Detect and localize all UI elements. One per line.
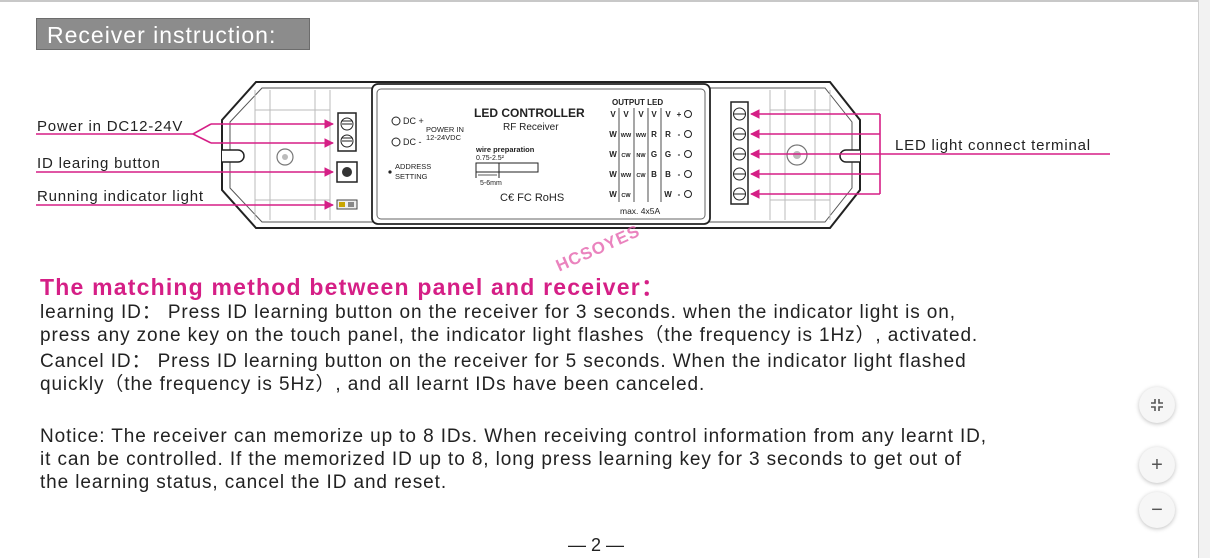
output-cell: - [678,170,681,179]
vertical-scrollbar[interactable] [1198,0,1210,558]
output-cell: G [651,150,657,159]
output-cell: B [651,170,657,179]
output-cell: WW [636,133,647,139]
fit-page-button[interactable] [1139,387,1175,423]
output-cell: V [638,110,644,119]
wire-gauge-label: 0.75-2.5² [476,155,505,162]
id-button-callout: ID learing button [37,155,161,172]
output-cell: W [609,170,617,179]
output-cell: W [609,190,617,199]
address-setting-label-1: ADDRESS [395,162,431,171]
indicator-light-callout: Running indicator light [37,188,204,205]
cancel-id-line-1: Cancel ID： Press ID learning button on t… [40,351,967,372]
output-cell: W [664,190,672,199]
output-cell: - [678,130,681,139]
receiver-wiring-diagram: DC + DC - POWER IN 12-24VDC ADDRESS SETT… [36,81,1110,229]
right-connector-lines [750,109,1110,199]
dc-minus-label: DC - [403,137,422,147]
indicator-light-graphic [336,199,358,210]
cancel-id-line-2: quickly（the frequency is 5Hz）, and all l… [40,374,706,395]
notice-line-2: it can be controlled. If the memorized I… [40,449,962,470]
output-cell: + [677,110,682,119]
wire-length-label: 5-6mm [480,180,502,187]
output-grid [618,108,662,202]
compress-icon [1151,399,1163,411]
output-cell: NW [636,153,646,159]
output-cell: CW [621,153,631,159]
left-connector-lines [36,119,334,210]
id-learning-button-graphic [336,161,358,183]
receiver-housing [221,81,861,229]
product-subtitle: RF Receiver [503,122,559,133]
output-terminal-block [730,101,749,205]
output-led-label: OUTPUT LED [612,98,663,107]
wire-preparation-label: wire preparation [475,145,535,154]
learning-id-line-2: press any zone key on the touch panel, t… [40,325,979,346]
output-cell: WW [621,133,632,139]
dc-plus-label: DC + [403,116,424,126]
section-title: Receiver instruction: [36,18,310,50]
power-in-label: POWER IN [426,125,464,134]
output-cell: G [665,150,671,159]
output-cell: WW [621,173,632,179]
address-setting-label-2: SETTING [395,172,428,181]
wire-strip-icon [475,162,539,178]
output-cell: V [623,110,629,119]
output-cell: - [678,190,681,199]
output-cell: V [651,110,657,119]
power-range-label: 12-24VDC [426,133,462,142]
power-in-callout: Power in DC12-24V [37,118,183,135]
output-cell: V [665,110,671,119]
output-cell: - [678,150,681,159]
output-cell: CW [621,193,631,199]
output-cell: V [610,110,616,119]
learning-id-line-1: learning ID： Press ID learning button on… [40,302,956,323]
product-title: LED CONTROLLER [474,106,585,120]
certification-marks: C€ FC RoHS [500,192,564,204]
notice-line-1: Notice: The receiver can memorize up to … [40,426,987,447]
matching-method-title: The matching method between panel and re… [40,274,666,300]
power-terminal-block [337,112,357,152]
max-rating-label: max. 4x5A [620,206,660,216]
output-cell: W [609,150,617,159]
output-cell: W [609,130,617,139]
notice-line-3: the learning status, cancel the ID and r… [40,472,447,493]
page-number: — 2 — [568,535,625,555]
output-cell: B [665,170,671,179]
top-border [0,0,1198,2]
led-terminal-callout: LED light connect terminal [895,137,1091,154]
output-cell: R [665,130,671,139]
output-cell: R [651,130,657,139]
zoom-out-button[interactable]: − [1139,492,1175,528]
output-cell: CW [636,173,646,179]
zoom-in-button[interactable]: + [1139,447,1175,483]
